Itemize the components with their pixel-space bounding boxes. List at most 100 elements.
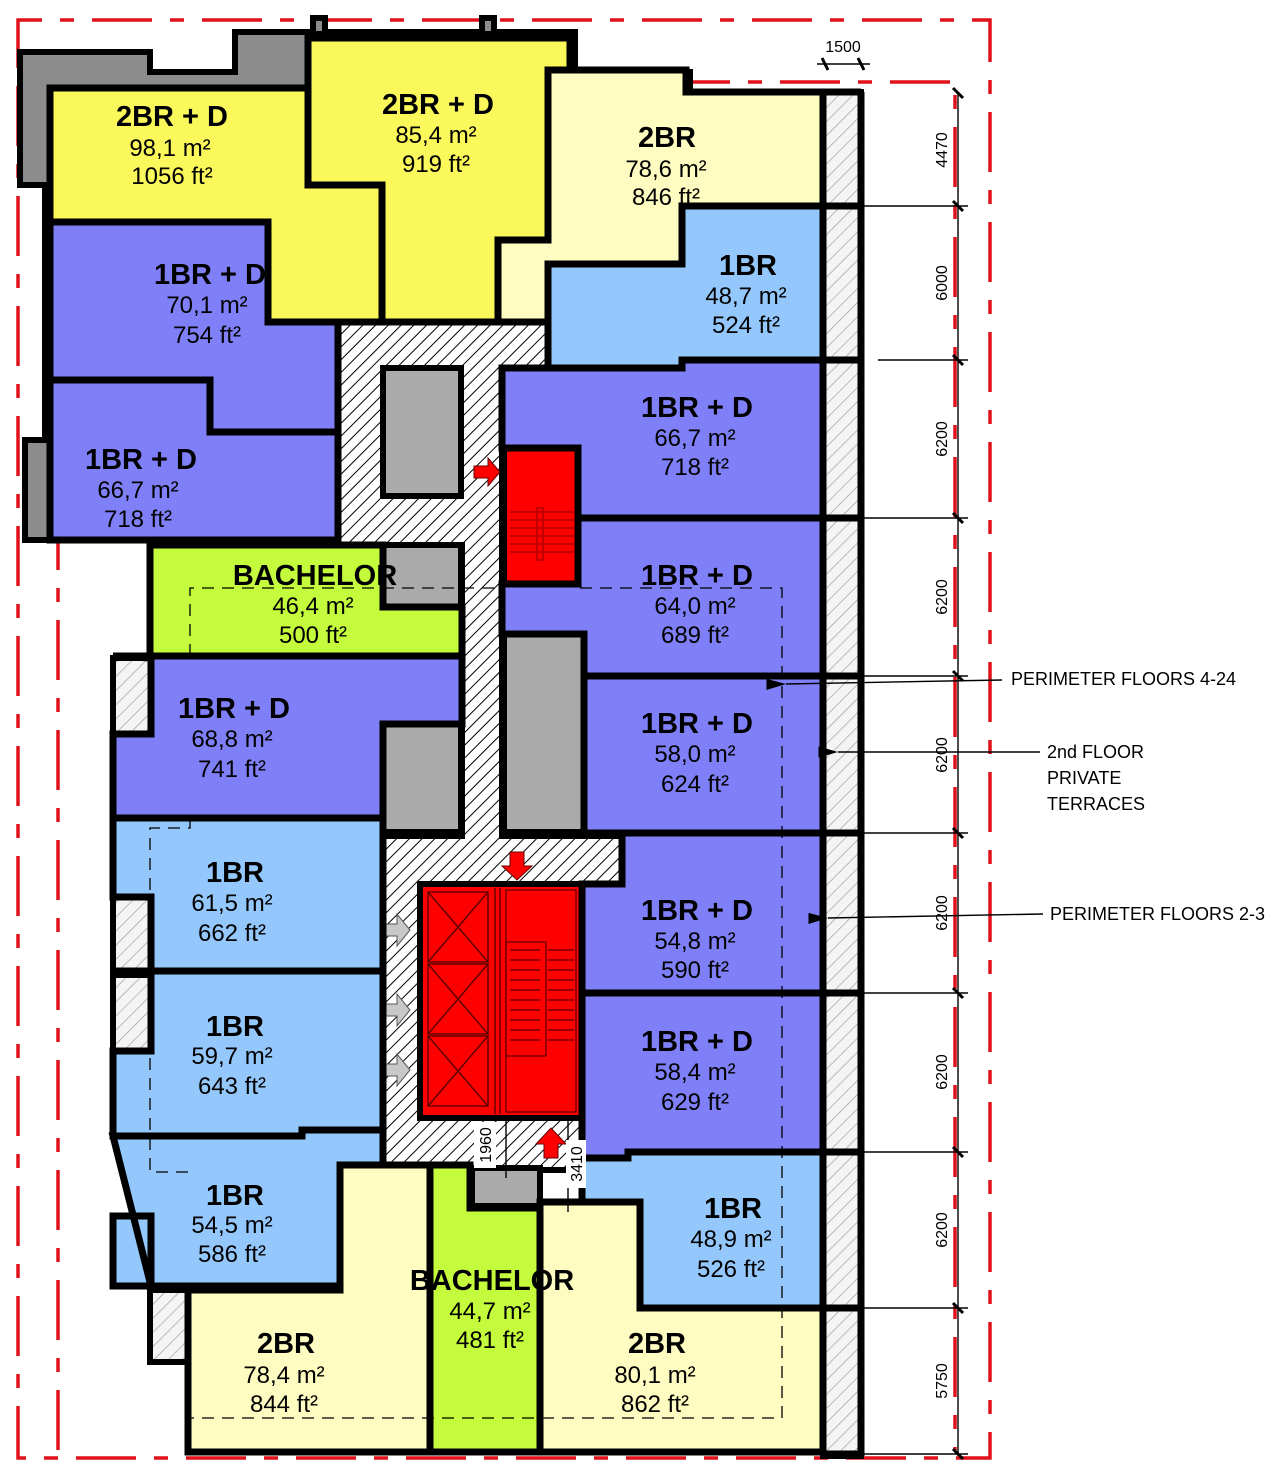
- stair-treads-icon: [510, 507, 574, 561]
- annotation-perimeter-lower: PERIMETER FLOORS 2-3: [1050, 904, 1265, 924]
- dimension-bay-8: 6200: [934, 1212, 951, 1248]
- unit-label-u1: 2BR + D 98,1 m² 1056 ft²: [116, 101, 228, 190]
- svg-text:85,4 m²: 85,4 m²: [395, 122, 476, 149]
- svg-text:1BR + D: 1BR + D: [641, 392, 753, 424]
- unit-label-u5: 1BR 48,7 m² 524 ft²: [705, 250, 786, 339]
- exit-arrow-up-icon: [534, 1127, 568, 1159]
- svg-text:643 ft²: 643 ft²: [198, 1073, 266, 1100]
- unit-label-u13: 1BR + D 54,8 m² 590 ft²: [641, 895, 753, 984]
- svg-text:846 ft²: 846 ft²: [632, 184, 700, 211]
- unit-u12[interactable]: [109, 814, 387, 975]
- dimension-lines: 1500 4470 6000 6200 6200 6200 6200 6200 …: [474, 39, 968, 1461]
- column-stub: [479, 15, 497, 37]
- shaft: [380, 542, 464, 610]
- svg-text:2BR: 2BR: [257, 1328, 315, 1360]
- dimension-bay-3: 6200: [934, 421, 951, 457]
- elevator-arrow-icon: [384, 1052, 411, 1088]
- svg-text:1BR + D: 1BR + D: [641, 895, 753, 927]
- svg-text:844 ft²: 844 ft²: [250, 1391, 318, 1418]
- svg-text:662 ft²: 662 ft²: [198, 920, 266, 947]
- terrace-left: [110, 972, 154, 1054]
- svg-text:590 ft²: 590 ft²: [661, 957, 729, 984]
- annotation-terraces-line3: TERRACES: [1047, 794, 1145, 814]
- exit-stair-upper: [501, 445, 581, 587]
- unit-label-u17: 1BR 48,9 m² 526 ft²: [690, 1193, 771, 1283]
- unit-label-u12: 1BR 61,5 m² 662 ft²: [191, 857, 272, 947]
- svg-text:1BR + D: 1BR + D: [154, 259, 266, 291]
- shaft: [380, 365, 464, 499]
- svg-text:1BR + D: 1BR + D: [641, 1026, 753, 1058]
- stair-treads-icon: [505, 889, 577, 1113]
- unit-label-u8: BACHELOR 46,4 m² 500 ft²: [233, 560, 397, 649]
- terrace-right: [820, 89, 864, 1459]
- unit-label-u9: 1BR + D 64,0 m² 689 ft²: [641, 560, 753, 649]
- unit-label-u11: 1BR + D 58,0 m² 624 ft²: [641, 708, 753, 798]
- terrace-left: [147, 1287, 191, 1365]
- svg-text:862 ft²: 862 ft²: [621, 1391, 689, 1418]
- svg-text:58,0 m²: 58,0 m²: [654, 741, 735, 768]
- svg-text:BACHELOR: BACHELOR: [233, 560, 397, 592]
- dimension-bay-2: 6000: [934, 265, 951, 301]
- svg-text:524 ft²: 524 ft²: [712, 312, 780, 339]
- unit-u7[interactable]: [46, 376, 342, 544]
- svg-text:66,7 m²: 66,7 m²: [654, 425, 735, 452]
- svg-text:64,0 m²: 64,0 m²: [654, 593, 735, 620]
- svg-text:526 ft²: 526 ft²: [697, 1256, 765, 1283]
- svg-text:66,7 m²: 66,7 m²: [97, 477, 178, 504]
- svg-text:54,8 m²: 54,8 m²: [654, 928, 735, 955]
- svg-text:629 ft²: 629 ft²: [661, 1089, 729, 1116]
- dimension-bay-6: 6200: [934, 895, 951, 931]
- annotation-terraces-line2: PRIVATE: [1047, 768, 1121, 788]
- svg-text:586 ft²: 586 ft²: [198, 1241, 266, 1268]
- unit-label-u7: 1BR + D 66,7 m² 718 ft²: [85, 444, 197, 533]
- svg-text:48,9 m²: 48,9 m²: [690, 1226, 771, 1253]
- unit-label-u10: 1BR + D 68,8 m² 741 ft²: [178, 693, 290, 783]
- svg-text:1BR: 1BR: [206, 1011, 264, 1043]
- svg-text:BACHELOR: BACHELOR: [410, 1265, 574, 1297]
- exit-arrow-down-icon: [500, 851, 534, 881]
- units: [46, 34, 865, 1458]
- svg-text:1BR: 1BR: [206, 857, 264, 889]
- svg-text:919 ft²: 919 ft²: [402, 151, 470, 178]
- building-core: [335, 319, 625, 1213]
- unit-label-u20: 2BR 80,1 m² 862 ft²: [614, 1328, 695, 1418]
- svg-text:1056 ft²: 1056 ft²: [131, 163, 212, 190]
- svg-text:1BR + D: 1BR + D: [641, 560, 753, 592]
- shaft: [380, 721, 464, 835]
- dimension-core-large: 3410: [569, 1146, 586, 1182]
- exit-arrow-right-icon: [473, 456, 501, 488]
- unit-label-u16: 1BR 54,5 m² 586 ft²: [191, 1180, 272, 1268]
- column-stub: [310, 15, 328, 37]
- svg-text:61,5 m²: 61,5 m²: [191, 890, 272, 917]
- outer-property-line: [16, 18, 992, 1460]
- svg-text:2BR: 2BR: [628, 1328, 686, 1360]
- svg-text:48,7 m²: 48,7 m²: [705, 283, 786, 310]
- svg-text:1BR + D: 1BR + D: [85, 444, 197, 476]
- unit-label-u18: BACHELOR 44,7 m² 481 ft²: [410, 1265, 574, 1354]
- svg-text:70,1 m²: 70,1 m²: [166, 292, 247, 319]
- unit-u20[interactable]: [536, 1198, 827, 1456]
- unit-u19[interactable]: [184, 1161, 434, 1456]
- dimension-bay-4: 6200: [934, 579, 951, 615]
- unit-labels: 2BR + D 98,1 m² 1056 ft² 2BR + D 85,4 m²…: [85, 89, 787, 1418]
- unit-label-u14: 1BR 59,7 m² 643 ft²: [191, 1011, 272, 1100]
- svg-text:98,1 m²: 98,1 m²: [129, 135, 210, 162]
- dimension-bay-1: 4470: [934, 132, 951, 168]
- svg-text:500 ft²: 500 ft²: [279, 622, 347, 649]
- svg-text:46,4 m²: 46,4 m²: [272, 593, 353, 620]
- dimension-bay-9: 5750: [934, 1363, 951, 1399]
- svg-text:54,5 m²: 54,5 m²: [191, 1212, 272, 1239]
- unit-u9[interactable]: [498, 514, 827, 680]
- svg-text:481 ft²: 481 ft²: [456, 1327, 524, 1354]
- svg-text:2BR + D: 2BR + D: [116, 101, 228, 133]
- unit-label-u6: 1BR + D 66,7 m² 718 ft²: [641, 392, 753, 481]
- unit-label-u2: 2BR + D 85,4 m² 919 ft²: [382, 89, 494, 178]
- elevator-icon: [427, 888, 501, 1114]
- svg-text:1BR + D: 1BR + D: [178, 693, 290, 725]
- floor-outline-dashed: [149, 587, 783, 1419]
- svg-text:2BR + D: 2BR + D: [382, 89, 494, 121]
- terrace-strip-right: [820, 89, 864, 1459]
- svg-text:68,8 m²: 68,8 m²: [191, 726, 272, 753]
- svg-text:2BR: 2BR: [638, 122, 696, 154]
